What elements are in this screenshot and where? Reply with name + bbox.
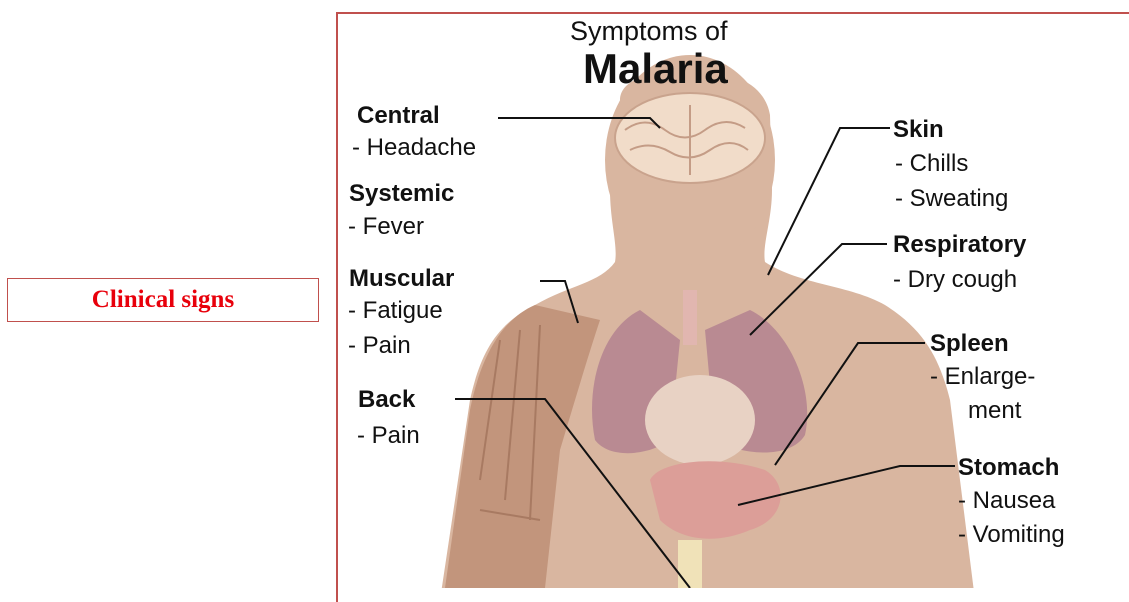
central-heading: Central [357, 102, 440, 130]
muscular-heading: Muscular [349, 265, 454, 293]
spine [678, 540, 702, 588]
heart [645, 375, 755, 465]
central-item-1: - Headache [352, 134, 476, 162]
systemic-item-1: - Fever [348, 213, 424, 241]
muscular-item-2: - Pain [348, 332, 411, 360]
skin-heading: Skin [893, 116, 944, 144]
spleen-item-2: ment [968, 397, 1021, 425]
systemic-heading: Systemic [349, 180, 454, 208]
title-line-2: Malaria [583, 45, 728, 93]
back-item-1: - Pain [357, 422, 420, 450]
back-heading: Back [358, 386, 415, 414]
spleen-heading: Spleen [930, 330, 1009, 358]
stomach-item-2: - Vomiting [958, 521, 1065, 549]
respiratory-item-1: - Dry cough [893, 266, 1017, 294]
muscular-item-1: - Fatigue [348, 297, 443, 325]
stomach-item-1: - Nausea [958, 487, 1055, 515]
skin-item-2: - Sweating [895, 185, 1008, 213]
spleen-item-1: - Enlarge- [930, 363, 1035, 391]
respiratory-heading: Respiratory [893, 231, 1026, 259]
skin-item-1: - Chills [895, 150, 968, 178]
stomach-heading: Stomach [958, 454, 1059, 482]
skin-leader [768, 128, 890, 275]
title-line-1: Symptoms of [570, 16, 728, 47]
trachea [683, 290, 697, 345]
